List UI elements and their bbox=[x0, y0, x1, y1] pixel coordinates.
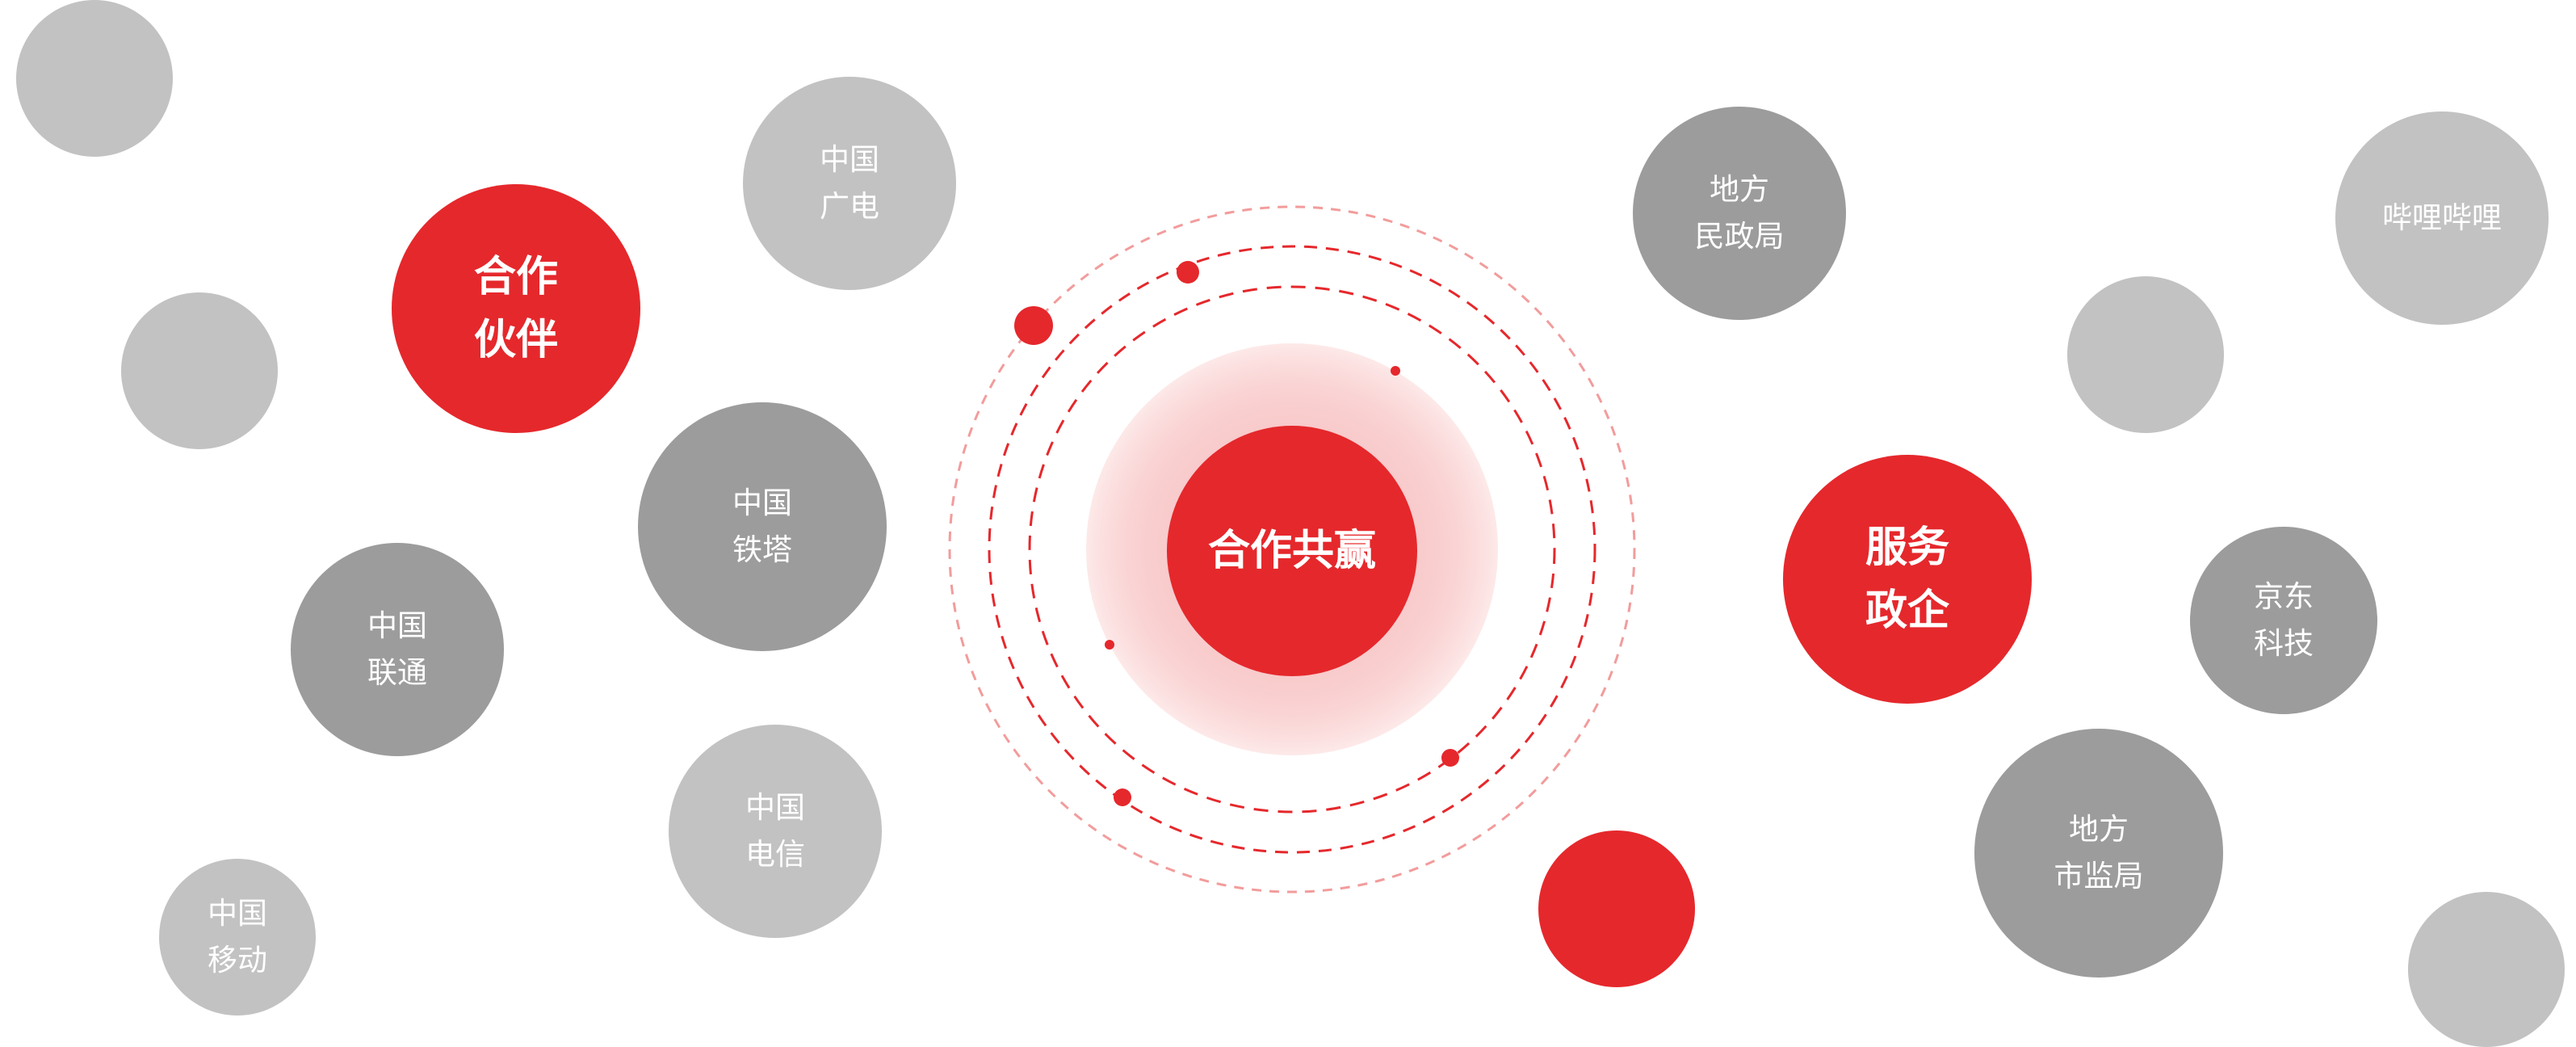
partner-node-liantong: 中国 联通 bbox=[291, 543, 504, 756]
gov-node-jingdong: 京东 科技 bbox=[2190, 527, 2377, 714]
orbit-dot bbox=[1114, 788, 1131, 806]
partner-node-yidong: 中国 移动 bbox=[159, 859, 316, 1015]
government-label-line: 政企 bbox=[1865, 587, 1949, 635]
partners-label-line: 合作 bbox=[473, 253, 558, 301]
partner-node-guangdian: 中国 广电 bbox=[743, 77, 956, 290]
partner-node-tieta: 中国 铁塔 bbox=[638, 402, 887, 651]
decor-bubble bbox=[2408, 892, 2565, 1047]
center-label: 合作共赢 bbox=[1207, 527, 1376, 575]
orbit-dot bbox=[1441, 749, 1459, 767]
gov-node-bilibili: 哔哩哔哩 bbox=[2335, 111, 2549, 325]
decor-bubble bbox=[121, 292, 278, 449]
partner-node-dianxin: 中国 电信 bbox=[669, 725, 882, 938]
government-label-line: 服务 bbox=[1865, 524, 1949, 572]
orbit-dot bbox=[1177, 261, 1199, 284]
outer-orbit bbox=[948, 205, 1636, 894]
orbit-dot bbox=[1014, 306, 1053, 345]
decor-bubble bbox=[2067, 276, 2224, 433]
gov-node-minzheng: 地方 民政局 bbox=[1633, 107, 1846, 320]
partners-label-line: 伙伴 bbox=[473, 316, 558, 364]
inner-orbit bbox=[1028, 285, 1556, 814]
orbit-dot bbox=[1105, 640, 1114, 650]
center-hub: 合作共赢 bbox=[1167, 426, 1417, 676]
decor-bubble-red bbox=[1538, 830, 1695, 987]
government-group-node: 服务 政企 bbox=[1783, 455, 2032, 704]
orbit-dot bbox=[1391, 366, 1400, 376]
partners-group-node: 合作 伙伴 bbox=[392, 184, 640, 433]
decor-bubble bbox=[16, 0, 173, 157]
middle-orbit bbox=[988, 245, 1596, 854]
gov-node-shijian: 地方 市监局 bbox=[1974, 729, 2223, 978]
